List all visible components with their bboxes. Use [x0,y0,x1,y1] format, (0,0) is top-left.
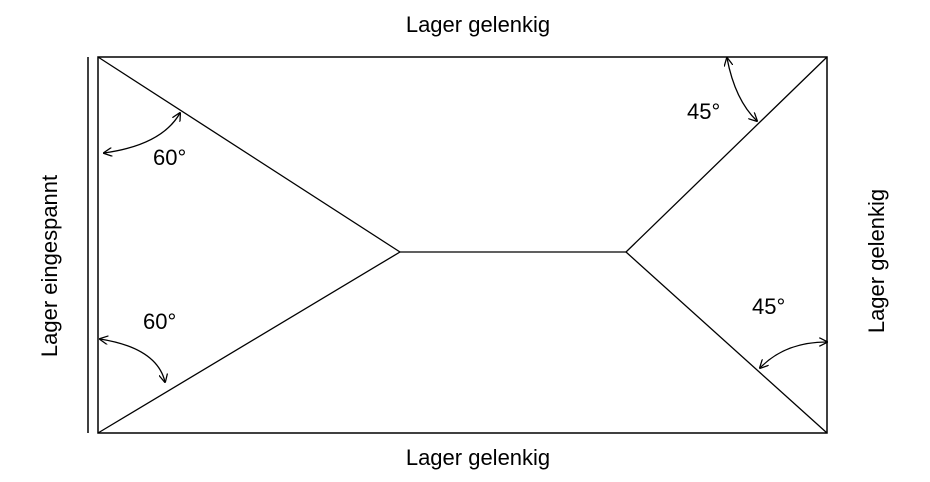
support-label-top: Lager gelenkig [406,12,550,37]
support-label-right: Lager gelenkig [864,189,889,333]
yield-line-top-right [625,56,828,253]
yield-lines [97,56,828,434]
angle-arcs [100,58,827,382]
support-label-left: Lager eingespannt [37,175,62,357]
angle-label-top-right: 45° [687,99,720,124]
angle-arc-top-right [727,58,757,121]
angle-arc-top-left [104,113,180,153]
angle-arc-bottom-left [100,339,165,382]
angle-label-bottom-left: 60° [143,309,176,334]
yield-line-bottom-left [97,251,401,434]
yield-line-bottom-right [625,251,828,434]
angle-label-bottom-right: 45° [752,294,785,319]
angle-label-top-left: 60° [153,145,186,170]
yield-line-top-left [97,56,401,253]
plate-rectangle [97,56,828,434]
plate-outline [87,56,828,434]
angle-arc-bottom-right [760,342,827,368]
support-label-bottom: Lager gelenkig [406,445,550,470]
